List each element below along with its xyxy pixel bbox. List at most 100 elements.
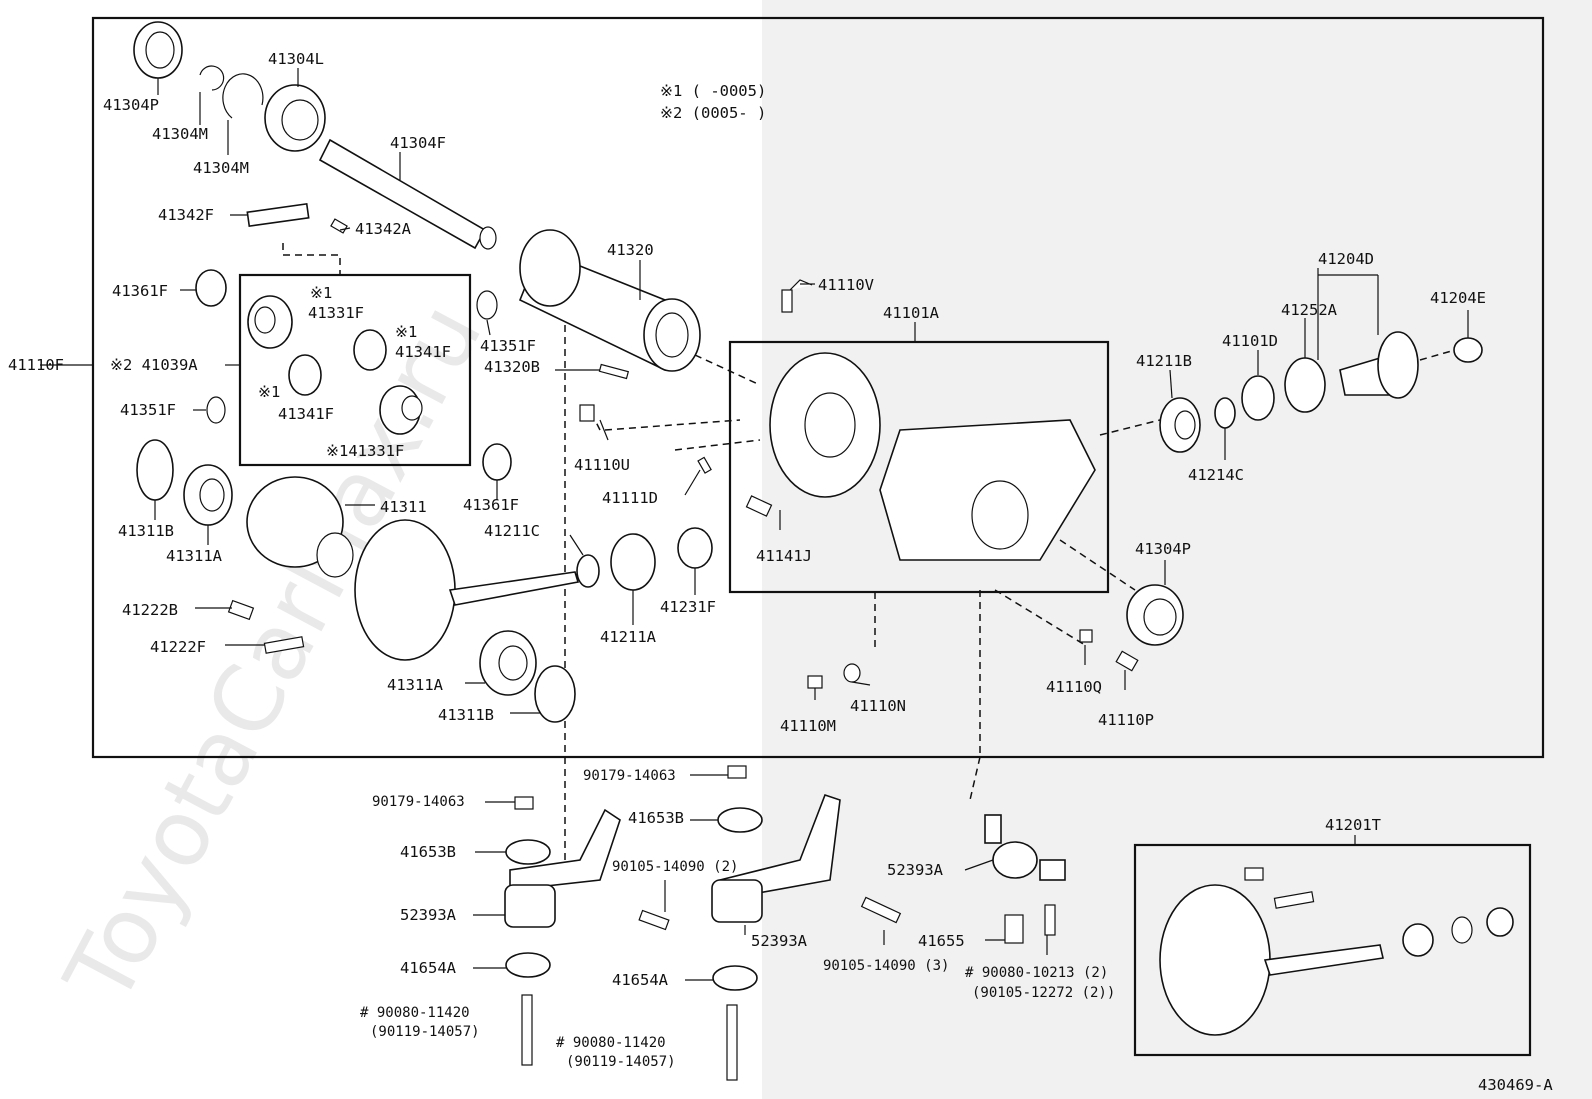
label-41110F: 41110F: [8, 356, 64, 374]
label-41110M: 41110M: [780, 717, 836, 735]
ring-pinion-kit-box: [1133, 843, 1532, 1057]
seal-41252A: [1284, 357, 1326, 413]
label-41252A: 41252A: [1281, 301, 1338, 319]
tube-41320: [518, 229, 701, 372]
breather-41110V-body: [781, 289, 793, 313]
bearing-41101D: [1241, 375, 1275, 421]
bolt-90080-11420-b: [726, 1004, 738, 1081]
label-41654A: 41654A: [400, 959, 457, 977]
label-41304M: 41304M: [152, 125, 208, 143]
label-41222B: 41222B: [122, 601, 178, 619]
pin-41111D: [697, 456, 712, 474]
notes: ※1 ( -0005) ※2 (0005- ): [660, 82, 766, 122]
ring-gear-kit-41201T: [1159, 867, 1514, 1036]
main-assembly-frame: [91, 16, 1545, 759]
spacer-41231F: [677, 527, 713, 569]
diff-case-41311: [246, 476, 354, 578]
label-41351F-2: 41351F: [480, 337, 536, 355]
collar-41655: [1004, 914, 1024, 944]
dash-41110U: [594, 419, 741, 431]
label-41204E: 41204E: [1430, 289, 1486, 307]
label-41331F-2: ※141331F: [326, 442, 404, 460]
label-41214C: 41214C: [1188, 466, 1244, 484]
part-labels: 41304P 41304M 41304M 41304L 41304F 41342…: [8, 50, 1553, 1094]
label-41101D: 41101D: [1222, 332, 1278, 350]
note-2: ※2 (0005- ): [660, 104, 766, 122]
carrier-rear-41101A: [879, 419, 1096, 561]
label-90119-14057: (90119-14057): [370, 1024, 480, 1040]
label-41311A: 41311A: [166, 547, 223, 565]
label-41110N: 41110N: [850, 697, 906, 715]
label-90179-14063-2: 90179-14063: [372, 794, 465, 810]
label-41304M-2: 41304M: [193, 159, 249, 177]
bolt-90105-2: [638, 909, 670, 931]
label-41341F-2: 41341F: [278, 405, 334, 423]
lock-41222F: [263, 636, 305, 654]
label-41331F: 41331F: [308, 304, 364, 322]
gasket-41110N: [843, 663, 861, 683]
snap-ring-41304M: [199, 65, 225, 91]
label-41341F: 41341F: [395, 343, 451, 361]
label-41653B: 41653B: [628, 809, 684, 827]
pinion-gear-41341F: [353, 329, 387, 371]
bracket-52393A-a: [504, 808, 621, 928]
side-gear-41331F: [247, 295, 293, 349]
nut-90179-b: [727, 765, 747, 779]
label-41211A: 41211A: [600, 628, 657, 646]
dash-mount-right: [969, 590, 981, 801]
label-41304P: 41304P: [103, 96, 159, 114]
label-41201T: 41201T: [1325, 816, 1381, 834]
bolt-41110U: [579, 404, 595, 422]
label-41311: 41311: [380, 498, 427, 516]
label-90080-11420-2: # 90080-11420: [556, 1035, 666, 1051]
seal-41311B: [534, 665, 576, 723]
note-1: ※1 ( -0005): [660, 82, 766, 100]
leader-lines: [154, 68, 1469, 981]
cushion-41654A-b: [712, 965, 758, 991]
washer-41211C: [576, 554, 600, 588]
label-41320: 41320: [607, 241, 654, 259]
label-41110Q: 41110Q: [1046, 678, 1102, 696]
bolt-41222B: [227, 599, 255, 621]
plug-41110M: [807, 675, 823, 689]
dash-41342F: [282, 243, 341, 275]
seal-41304P: [133, 21, 183, 79]
dash-41204E: [1419, 349, 1456, 361]
carrier-box: [728, 340, 1110, 594]
label-41204D: 41204D: [1318, 250, 1374, 268]
label-41361F: 41361F: [112, 282, 168, 300]
label-41311A-2: 41311A: [387, 676, 444, 694]
dash-41110Q: [994, 589, 1086, 646]
dash-41320: [694, 354, 761, 386]
washer-41351F-2: [476, 290, 498, 320]
mount-52393A-c: [984, 814, 1066, 881]
carrier-front-41101A: [769, 352, 881, 498]
note-mark-1b: ※1: [395, 323, 417, 341]
label-41304F: 41304F: [390, 134, 446, 152]
note-mark-1a: ※1: [310, 284, 332, 302]
plug-41110Q: [1079, 629, 1093, 643]
cushion-41654A-a: [505, 952, 551, 978]
seal-41304P-2: [1126, 584, 1184, 646]
note-mark-1c: ※1: [258, 383, 280, 401]
label-90105-14090-2: 90105-14090 (2): [612, 859, 738, 875]
breather-41110V: [789, 279, 813, 291]
pin-41342A: [330, 218, 348, 234]
label-90080-11420: # 90080-11420: [360, 1005, 470, 1021]
bolt-90080-10213: [1044, 904, 1056, 936]
bolt-90080-11420-a: [521, 994, 533, 1066]
bearing-41311A-2: [479, 630, 537, 696]
label-41110V: 41110V: [818, 276, 874, 294]
label-90105-14090-3: 90105-14090 (3): [823, 958, 949, 974]
label-90080-10213: # 90080-10213 (2): [965, 965, 1108, 981]
label-41211C: 41211C: [484, 522, 540, 540]
label-41304P-2: 41304P: [1135, 540, 1191, 558]
label-41039A: ※2 41039A: [110, 356, 198, 374]
pinion-gear-kit-box: [238, 273, 472, 467]
bearing-41211A: [610, 533, 656, 591]
label-41342A: 41342A: [355, 220, 412, 238]
label-41320B: 41320B: [484, 358, 540, 376]
label-41311B-2: 41311B: [438, 706, 494, 724]
label-41311B: 41311B: [118, 522, 174, 540]
washer-41214C: [1214, 397, 1236, 429]
